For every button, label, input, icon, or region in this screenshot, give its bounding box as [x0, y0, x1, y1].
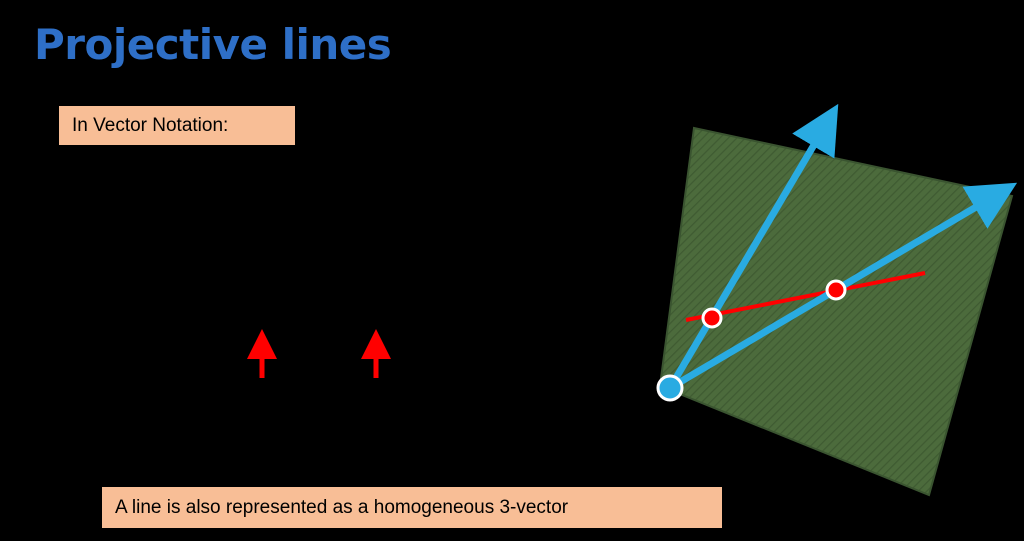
plane-polygon	[658, 126, 1014, 497]
intersection-point-2	[825, 279, 847, 301]
intersection-point-1	[701, 307, 723, 329]
callout-line-three-vector: A line is also represented as a homogene…	[102, 487, 722, 528]
callout-vector-notation: In Vector Notation:	[59, 106, 295, 145]
cyan-ray-1	[666, 103, 839, 390]
red-projective-line	[685, 271, 926, 322]
origin-point	[656, 374, 684, 402]
page-title: Projective lines	[34, 20, 392, 69]
